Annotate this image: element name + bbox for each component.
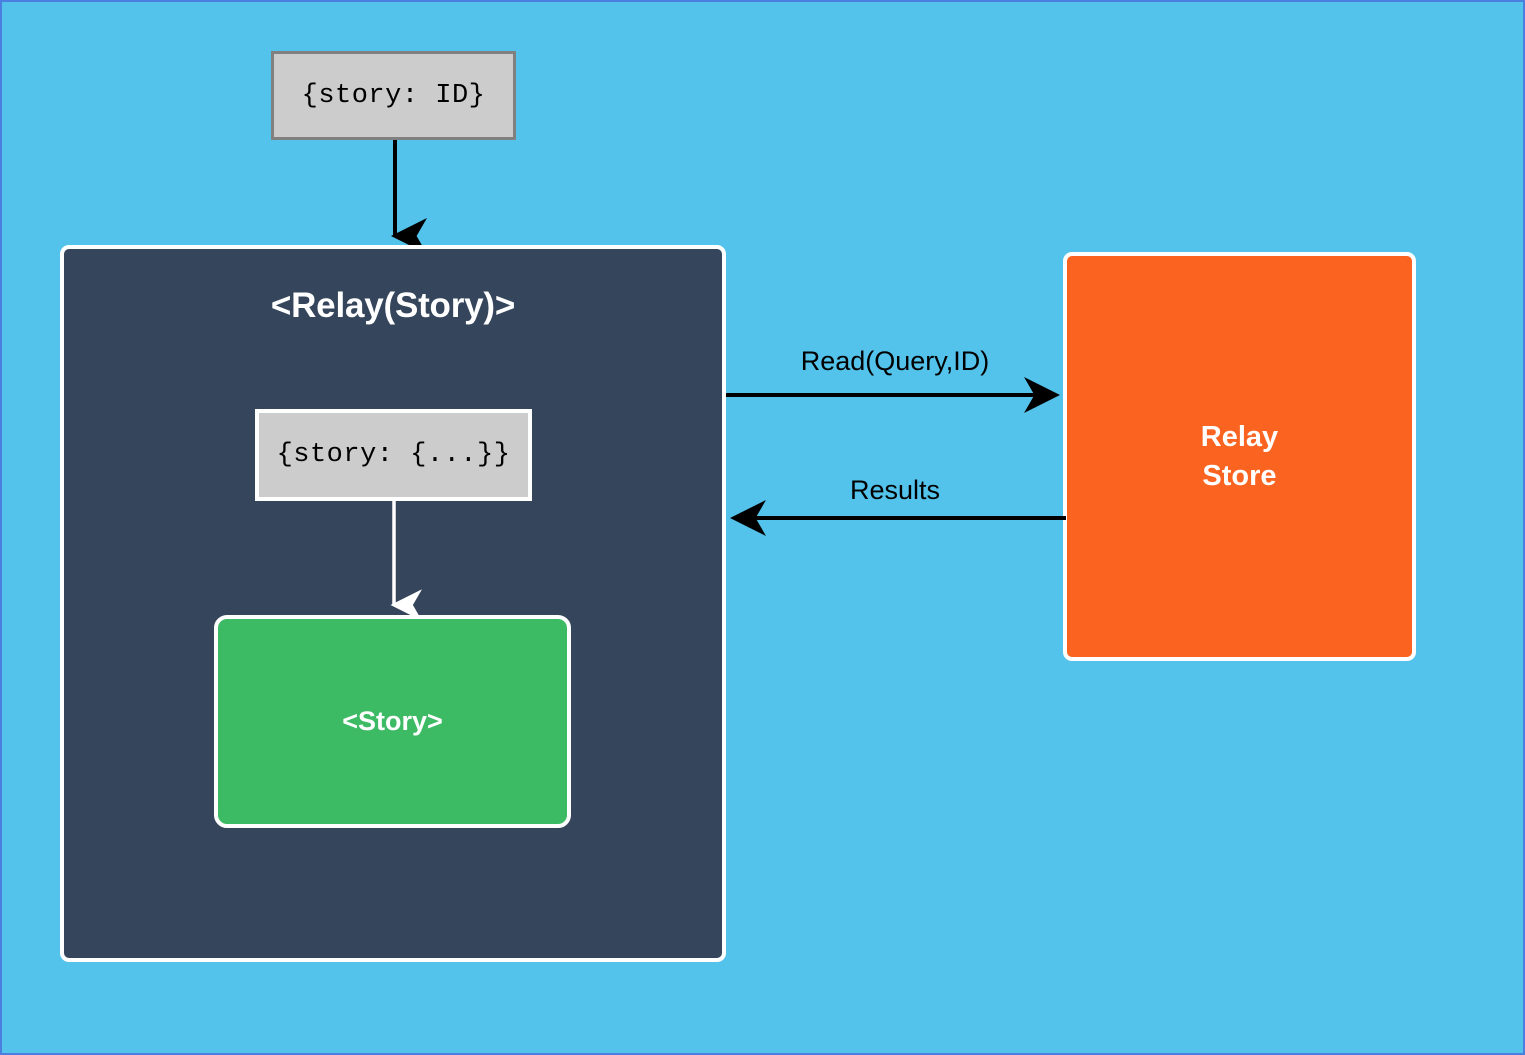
props-resolved-label: {story: {...}} [276,440,511,470]
arrow-results [730,500,1066,536]
arrow-read-query [726,377,1060,413]
relay-store-label: Relay Store [1201,418,1278,495]
props-resolved-box: {story: {...}} [255,409,532,501]
story-component-box: <Story> [214,615,571,828]
relay-store-box: Relay Store [1063,252,1416,661]
props-input-box: {story: ID} [271,51,516,140]
story-component-label: <Story> [342,706,443,736]
arrow-props-to-relay [391,140,427,254]
edge-label-results: Results [849,475,941,505]
edge-label-read-query: Read(Query,ID) [800,346,990,376]
props-input-label: {story: ID} [301,80,486,111]
relay-store-label-line2: Store [1202,459,1277,492]
arrow-resolved-to-story [390,501,422,621]
relay-story-title: <Relay(Story)> [270,286,516,325]
relay-store-label-line1: Relay [1200,421,1279,454]
